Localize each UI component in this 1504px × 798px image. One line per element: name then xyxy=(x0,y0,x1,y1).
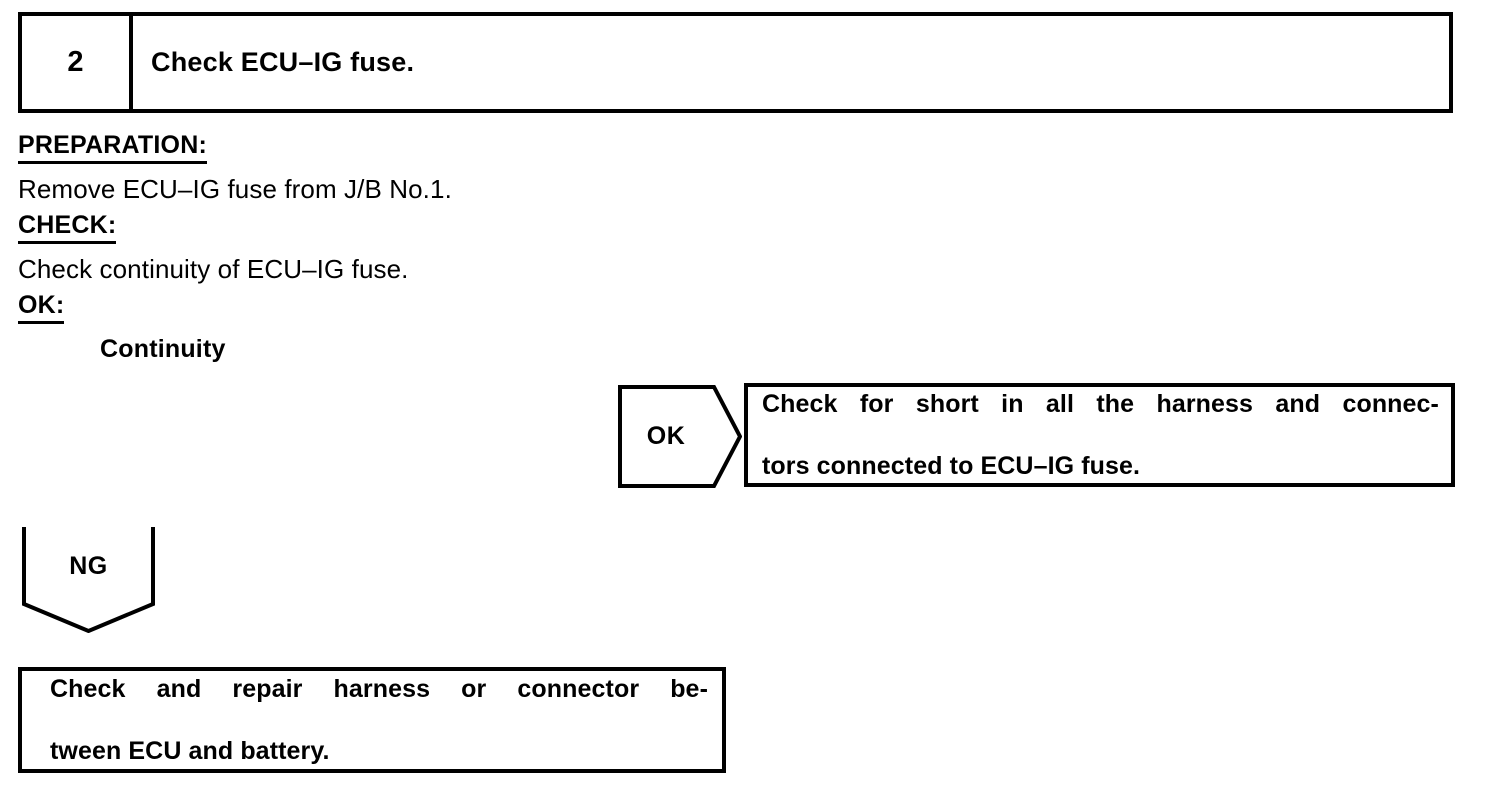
ok-row: OK: xyxy=(18,289,718,329)
check-row: CHECK: xyxy=(18,209,718,249)
preparation-label: PREPARATION: xyxy=(18,129,207,164)
preparation-text-row: Remove ECU–IG fuse from J/B No.1. xyxy=(18,169,718,209)
ok-label: OK: xyxy=(18,289,65,324)
ok-criteria-text: Continuity xyxy=(100,335,226,363)
step-title-cell: Check ECU–IG fuse. xyxy=(133,16,1449,109)
ok-criteria-row: Continuity xyxy=(18,329,718,369)
ok-result-line-2: tors connected to ECU–IG fuse. xyxy=(762,451,1141,480)
ng-action-line-1: Check and repair harness or connector be… xyxy=(50,674,708,703)
ok-result-box: Check for short in all the harness and c… xyxy=(744,383,1455,487)
ok-arrow-shape xyxy=(618,385,742,488)
ok-branch-arrow: OK xyxy=(618,385,742,488)
check-text-row: Check continuity of ECU–IG fuse. xyxy=(18,249,718,289)
check-label: CHECK: xyxy=(18,209,117,244)
procedure-block: PREPARATION: Remove ECU–IG fuse from J/B… xyxy=(18,129,718,369)
ok-result-line-1: Check for short in all the harness and c… xyxy=(762,389,1439,418)
ng-branch-arrow: NG xyxy=(22,527,155,633)
preparation-text: Remove ECU–IG fuse from J/B No.1. xyxy=(18,174,452,204)
ng-action-box: Check and repair harness or connector be… xyxy=(18,667,726,773)
ok-result-text: Check for short in all the harness and c… xyxy=(748,389,1451,482)
check-text: Check continuity of ECU–IG fuse. xyxy=(18,254,409,284)
step-title: Check ECU–IG fuse. xyxy=(151,47,415,77)
preparation-row: PREPARATION: xyxy=(18,129,718,169)
ok-arrow-label: OK xyxy=(646,422,686,450)
ng-action-line-2: tween ECU and battery. xyxy=(50,736,330,765)
step-header-box: 2 Check ECU–IG fuse. xyxy=(18,12,1453,113)
ng-arrow-shape xyxy=(22,527,155,633)
ng-arrow-label: NG xyxy=(69,551,108,580)
step-number: 2 xyxy=(67,46,84,78)
step-number-cell: 2 xyxy=(22,16,133,109)
ng-action-text: Check and repair harness or connector be… xyxy=(22,674,722,767)
